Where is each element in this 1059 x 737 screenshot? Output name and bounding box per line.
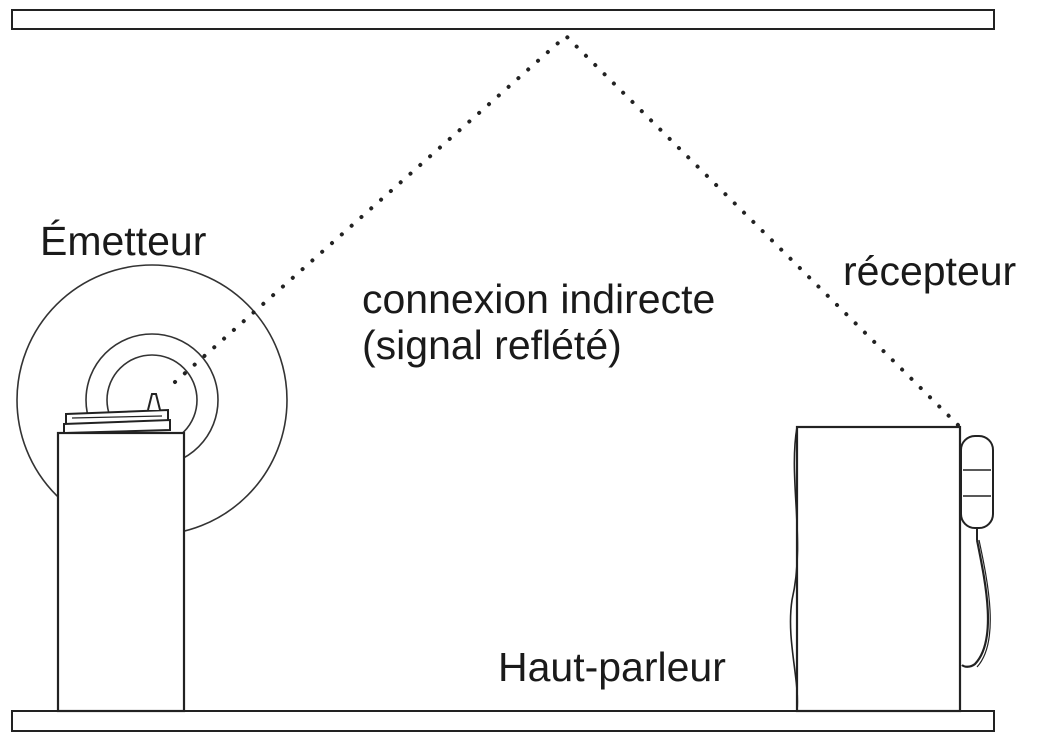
speaker-box bbox=[795, 425, 962, 713]
speaker-box-edge bbox=[789, 426, 799, 712]
receiver-device bbox=[960, 435, 994, 540]
transmitter-stand bbox=[56, 431, 186, 713]
transmitter-device bbox=[63, 393, 171, 435]
ceiling-bar bbox=[11, 9, 995, 30]
receiver-cable bbox=[961, 539, 990, 668]
receiver-label: récepteur bbox=[843, 248, 1017, 294]
transmitter-label: Émetteur bbox=[40, 218, 207, 264]
reflected-signal-path bbox=[173, 33, 965, 432]
connection-label-line1: connexion indirecte bbox=[362, 276, 716, 322]
floor-bar bbox=[11, 710, 995, 732]
connection-label-line2: (signal reflété) bbox=[362, 322, 622, 368]
speaker-label: Haut-parleur bbox=[498, 644, 726, 690]
connection-label: connexion indirecte (signal reflété) bbox=[362, 276, 715, 368]
